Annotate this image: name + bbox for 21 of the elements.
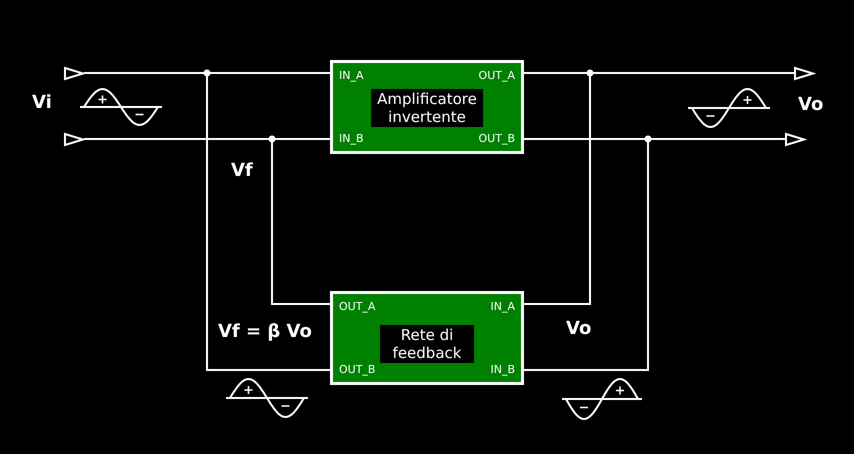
feedback-block xyxy=(330,291,524,385)
port-label: OUT_B xyxy=(478,132,515,145)
terminal-symbol xyxy=(794,66,816,80)
terminal-symbol xyxy=(64,132,86,146)
block-title: Rete di feedback xyxy=(380,325,474,363)
port-label: OUT_B xyxy=(339,363,376,376)
port-label: OUT_A xyxy=(339,300,376,313)
signal-label: Vf = β Vo xyxy=(218,321,312,342)
port-label: IN_A xyxy=(490,300,515,313)
amplifier-block xyxy=(330,60,524,154)
port-label: IN_A xyxy=(339,69,364,82)
port-label: IN_B xyxy=(490,363,515,376)
terminal-symbol xyxy=(785,132,808,146)
terminal-symbol xyxy=(64,66,86,80)
signal-label: Vf xyxy=(231,160,253,181)
port-label: IN_B xyxy=(339,132,364,145)
signal-label: Vo xyxy=(566,318,592,339)
signal-label: Vo xyxy=(798,94,824,115)
block-title: Amplificatore invertente xyxy=(371,89,483,127)
signal-label: Vi xyxy=(32,92,52,113)
port-label: OUT_A xyxy=(478,69,515,82)
